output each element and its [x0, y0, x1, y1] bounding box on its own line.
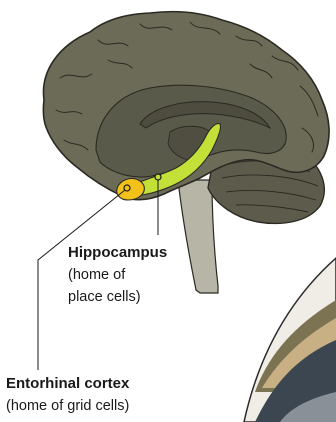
- entorhinal-title: Entorhinal cortex: [6, 375, 130, 392]
- hippocampus-marker: [155, 174, 161, 180]
- hippocampus-desc-line1: (home of: [68, 267, 126, 283]
- brainstem: [178, 180, 218, 293]
- hippocampus-label: Hippocampus (home of place cells): [68, 244, 167, 305]
- entorhinal-cortex-structure: [117, 179, 145, 201]
- hippocampus-desc-line2: place cells): [68, 289, 141, 305]
- entorhinal-desc-line1: (home of grid cells): [6, 398, 129, 414]
- hippocampus-title: Hippocampus: [68, 244, 167, 261]
- entorhinal-label: Entorhinal cortex (home of grid cells): [6, 375, 130, 414]
- corner-earth-layers: [244, 258, 336, 422]
